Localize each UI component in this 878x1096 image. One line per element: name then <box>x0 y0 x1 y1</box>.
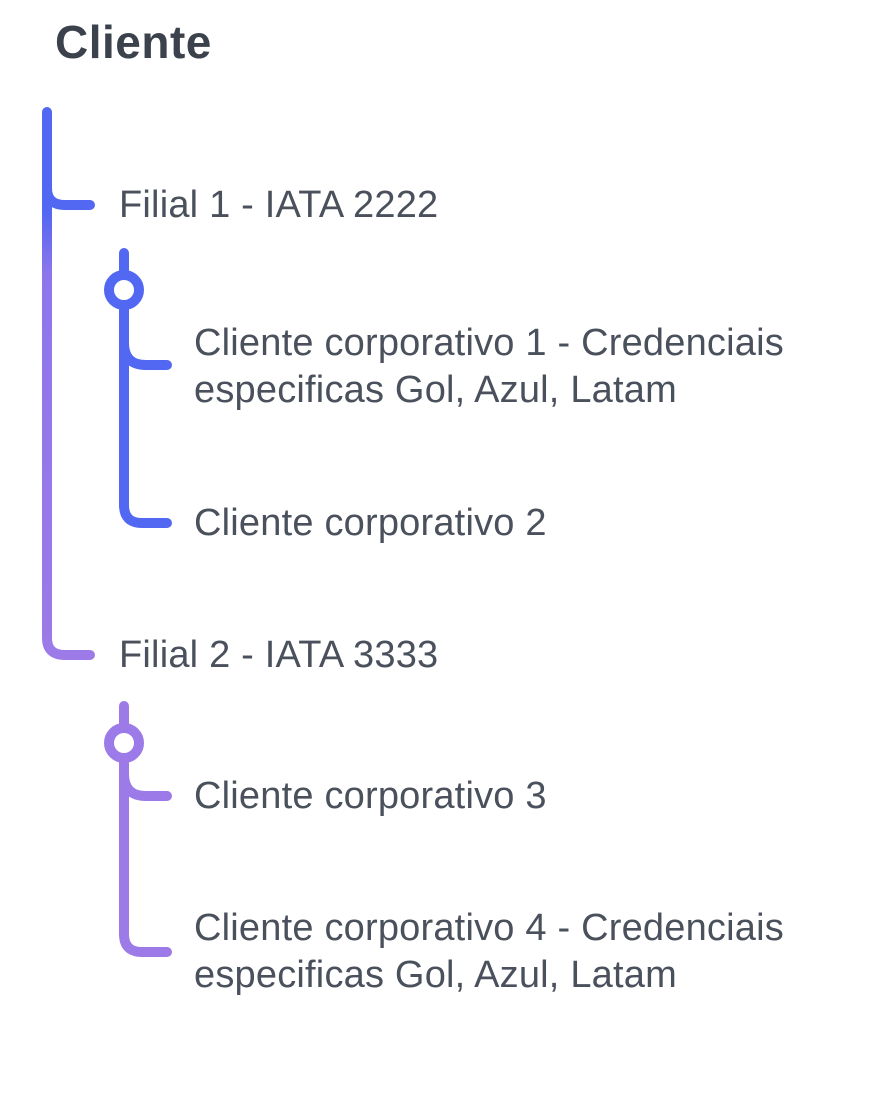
trunk-line <box>42 107 95 660</box>
tree-node-cliente-corporativo-3: Cliente corporativo 3 <box>194 775 547 817</box>
page-title: Cliente <box>55 16 212 68</box>
corporativo-2-connector <box>119 305 172 528</box>
filial-1-connector <box>42 160 95 210</box>
tree-node-cliente-corporativo-2: Cliente corporativo 2 <box>194 502 547 544</box>
tree-node-cliente-corporativo-4: Cliente corporativo 4 - Credenciais espe… <box>194 907 784 996</box>
tree-node-filial-1: Filial 1 - IATA 2222 <box>119 184 439 226</box>
corporativo-1-connector <box>119 305 172 370</box>
filial-2-node-circle <box>104 723 144 763</box>
tree-node-cliente-corporativo-1: Cliente corporativo 1 - Credenciais espe… <box>194 322 784 411</box>
tree-node-filial-2: Filial 2 - IATA 3333 <box>119 634 439 676</box>
filial-1-node-circle <box>104 270 144 310</box>
corporativo-4-connector <box>119 758 172 957</box>
corporativo-3-connector <box>119 758 172 801</box>
